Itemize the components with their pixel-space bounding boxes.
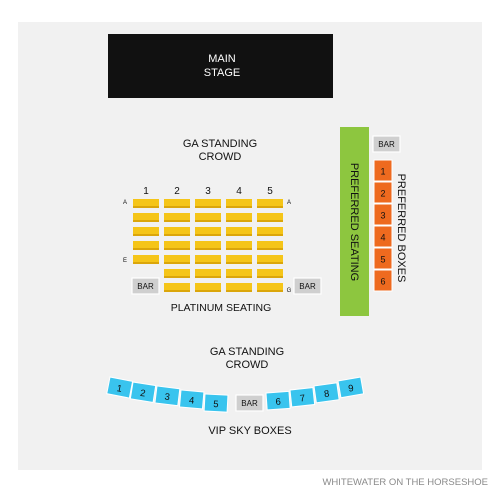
vip-sky-box-label-2: 2	[139, 388, 146, 400]
preferred-box-label-3: 3	[380, 211, 385, 221]
platinum-seat-block-row7-col2[interactable]	[164, 283, 190, 292]
platinum-seat-block-row5-col4[interactable]	[226, 255, 252, 264]
platinum-seat-block-row5-col5[interactable]	[257, 255, 283, 264]
platinum-seat-block-row3-col3[interactable]	[195, 227, 221, 236]
row-label-right-g: G	[287, 288, 292, 294]
platinum-seat-block-row5-col1[interactable]	[133, 255, 159, 264]
vip-sky-box-2[interactable]: 2	[129, 381, 157, 403]
platinum-column-label-2: 2	[174, 186, 180, 197]
vip-sky-box-7[interactable]: 7	[289, 387, 316, 408]
platinum-column-label-5: 5	[267, 186, 273, 197]
bar-left-label: BAR	[137, 282, 154, 291]
platinum-seat-block-row1-col5[interactable]	[257, 199, 283, 208]
preferred-box-label-6: 6	[380, 277, 385, 287]
preferred-box-3[interactable]: 3	[373, 203, 393, 226]
platinum-seat-block-row1-col1[interactable]	[133, 199, 159, 208]
vip-sky-box-6[interactable]: 6	[265, 390, 291, 411]
ga-standing-bottom-line2: CROWD	[226, 359, 269, 371]
platinum-seat-block-row7-col3[interactable]	[195, 283, 221, 292]
ga-standing-top-line2: CROWD	[199, 151, 242, 163]
platinum-seat-block-row1-col4[interactable]	[226, 199, 252, 208]
platinum-seat-block-row2-col5[interactable]	[257, 213, 283, 222]
bar-vip[interactable]: BAR	[235, 394, 264, 412]
vip-sky-boxes-label: VIP SKY BOXES	[208, 425, 291, 437]
vip-sky-box-label-1: 1	[116, 383, 123, 395]
platinum-seat-block-row3-col1[interactable]	[133, 227, 159, 236]
platinum-seat-block-row6-col2[interactable]	[164, 269, 190, 278]
stage-label-line1: MAIN	[208, 53, 236, 65]
platinum-seat-block-row4-col4[interactable]	[226, 241, 252, 250]
platinum-seat-block-row3-col4[interactable]	[226, 227, 252, 236]
vip-sky-box-8[interactable]: 8	[313, 382, 340, 404]
preferred-box-6[interactable]: 6	[373, 269, 393, 292]
ga-standing-top-line1: GA STANDING	[183, 138, 257, 150]
platinum-seat-block-row4-col2[interactable]	[164, 241, 190, 250]
vip-sky-box-5[interactable]: 5	[203, 393, 229, 413]
platinum-column-label-3: 3	[205, 186, 211, 197]
row-label-left-e: E	[123, 258, 127, 264]
platinum-seating-label: PLATINUM SEATING	[171, 302, 272, 314]
main-stage: MAIN STAGE	[108, 34, 333, 98]
platinum-seat-block-row7-col5[interactable]	[257, 283, 283, 292]
platinum-seating-area: 1 2 3 4 5 A E A G BAR BAR PLATINUM SEATING	[123, 186, 322, 314]
vip-sky-box-4[interactable]: 4	[178, 389, 205, 410]
preferred-box-1[interactable]: 1	[373, 159, 393, 182]
row-label-left-a: A	[123, 200, 127, 206]
vip-sky-box-1[interactable]: 1	[106, 376, 134, 399]
platinum-column-label-1: 1	[143, 186, 149, 197]
preferred-box-label-5: 5	[380, 255, 385, 265]
bar-right[interactable]: BAR	[293, 277, 322, 295]
platinum-seat-block-row2-col4[interactable]	[226, 213, 252, 222]
platinum-seat-block-row6-col3[interactable]	[195, 269, 221, 278]
vip-sky-box-label-8: 8	[323, 388, 330, 400]
platinum-seat-block-row3-col5[interactable]	[257, 227, 283, 236]
platinum-seat-block-row1-col2[interactable]	[164, 199, 190, 208]
platinum-seat-block-row4-col5[interactable]	[257, 241, 283, 250]
platinum-seat-block-row5-col2[interactable]	[164, 255, 190, 264]
platinum-seat-block-row7-col4[interactable]	[226, 283, 252, 292]
preferred-seating-label: PREFERRED SEATING	[348, 163, 360, 281]
preferred-box-label-1: 1	[380, 167, 385, 177]
platinum-seat-block-row1-col3[interactable]	[195, 199, 221, 208]
bar-left[interactable]: BAR	[131, 277, 160, 295]
platinum-seat-block-row6-col4[interactable]	[226, 269, 252, 278]
platinum-seat-block-row4-col3[interactable]	[195, 241, 221, 250]
preferred-boxes-label: PREFERRED BOXES	[395, 174, 407, 283]
platinum-seat-block-row2-col3[interactable]	[195, 213, 221, 222]
bar-preferred-boxes-label: BAR	[378, 140, 395, 149]
vip-sky-box-label-6: 6	[275, 397, 281, 408]
preferred-box-5[interactable]: 5	[373, 247, 393, 270]
preferred-box-2[interactable]: 2	[373, 181, 393, 204]
preferred-box-label-2: 2	[380, 189, 385, 199]
bar-right-label: BAR	[299, 282, 316, 291]
vip-sky-box-label-9: 9	[347, 383, 354, 395]
preferred-seating-section[interactable]: PREFERRED SEATING	[340, 127, 369, 316]
platinum-seat-block-row2-col1[interactable]	[133, 213, 159, 222]
platinum-seat-block-row4-col1[interactable]	[133, 241, 159, 250]
vip-sky-box-9[interactable]: 9	[337, 376, 365, 399]
vip-sky-box-label-3: 3	[164, 392, 171, 404]
vip-sky-box-label-5: 5	[213, 399, 219, 410]
platinum-seat-block-row5-col3[interactable]	[195, 255, 221, 264]
platinum-seat-block-row3-col2[interactable]	[164, 227, 190, 236]
bar-preferred-boxes[interactable]: BAR	[372, 135, 401, 153]
venue-name: WHITEWATER ON THE HORSESHOE	[322, 477, 488, 488]
platinum-column-label-4: 4	[236, 186, 242, 197]
vip-sky-boxes-area: 1 2 3 4 5 6 7 8 9 BAR VIP SKY BOXES	[106, 376, 365, 437]
row-label-right-a: A	[287, 200, 291, 206]
vip-sky-box-3[interactable]: 3	[154, 385, 181, 407]
bar-vip-label: BAR	[241, 399, 258, 408]
preferred-boxes-area: BAR 1 2 3 4 5 6 PREFERRED BOXES	[372, 135, 407, 292]
vip-sky-box-label-4: 4	[188, 395, 194, 406]
preferred-box-label-4: 4	[380, 233, 385, 243]
vip-sky-box-label-7: 7	[299, 393, 305, 404]
preferred-box-4[interactable]: 4	[373, 225, 393, 248]
platinum-seat-block-row6-col5[interactable]	[257, 269, 283, 278]
platinum-seat-block-row2-col2[interactable]	[164, 213, 190, 222]
stage-label-line2: STAGE	[204, 67, 240, 79]
ga-standing-bottom-line1: GA STANDING	[210, 346, 284, 358]
